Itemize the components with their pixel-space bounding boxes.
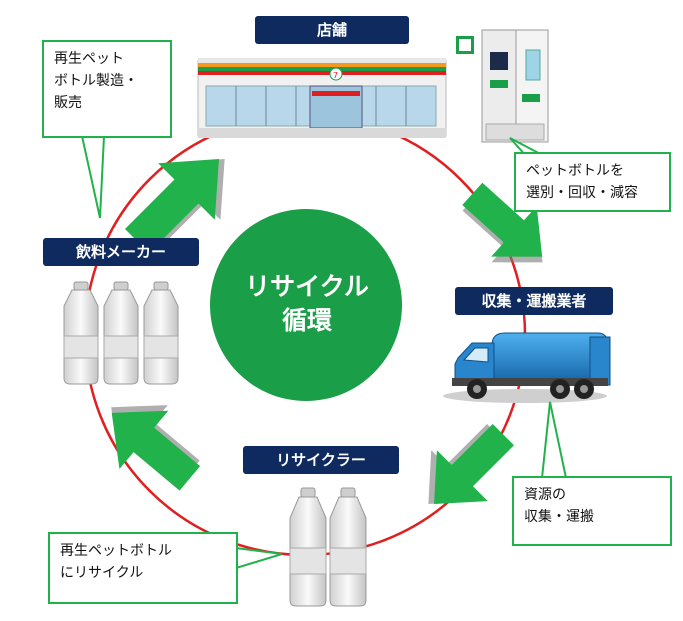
arrow-icon-collector-to-recycler — [428, 424, 514, 504]
node-label-store: 店舗 — [255, 16, 409, 44]
svg-text:7: 7 — [333, 71, 338, 80]
callout-tail-recycler — [235, 546, 283, 570]
pet-bottles-icon-recycler — [289, 487, 367, 607]
callout-maker-action: 再生ペット ボトル製造・ 販売 — [42, 40, 172, 138]
recycling-machine-icon — [456, 29, 549, 143]
center-circle — [210, 209, 402, 401]
garbage-truck-icon — [443, 332, 611, 403]
node-label-collector: 収集・運搬業者 — [455, 287, 613, 315]
convenience-store-icon: 7 — [197, 58, 447, 138]
callout-collector-action: 資源の 収集・運搬 — [512, 476, 672, 546]
pet-bottles-icon-maker — [63, 281, 179, 385]
center-title: リサイクル 循環 — [245, 272, 369, 335]
callout-tail-collector — [540, 401, 568, 479]
node-label-maker: 飲料メーカー — [43, 238, 199, 266]
arrow-icon-maker-to-store — [124, 158, 225, 254]
arrow-icon-recycler-to-maker — [111, 405, 201, 491]
callout-tail-maker — [80, 135, 106, 219]
callout-recycler-action: 再生ペットボトル にリサイクル — [48, 532, 238, 604]
node-label-recycler: リサイクラー — [243, 446, 399, 474]
arrow-icon-store-to-collector — [462, 182, 543, 263]
callout-store-action: ペットボトルを 選別・回収・減容 — [514, 152, 671, 212]
